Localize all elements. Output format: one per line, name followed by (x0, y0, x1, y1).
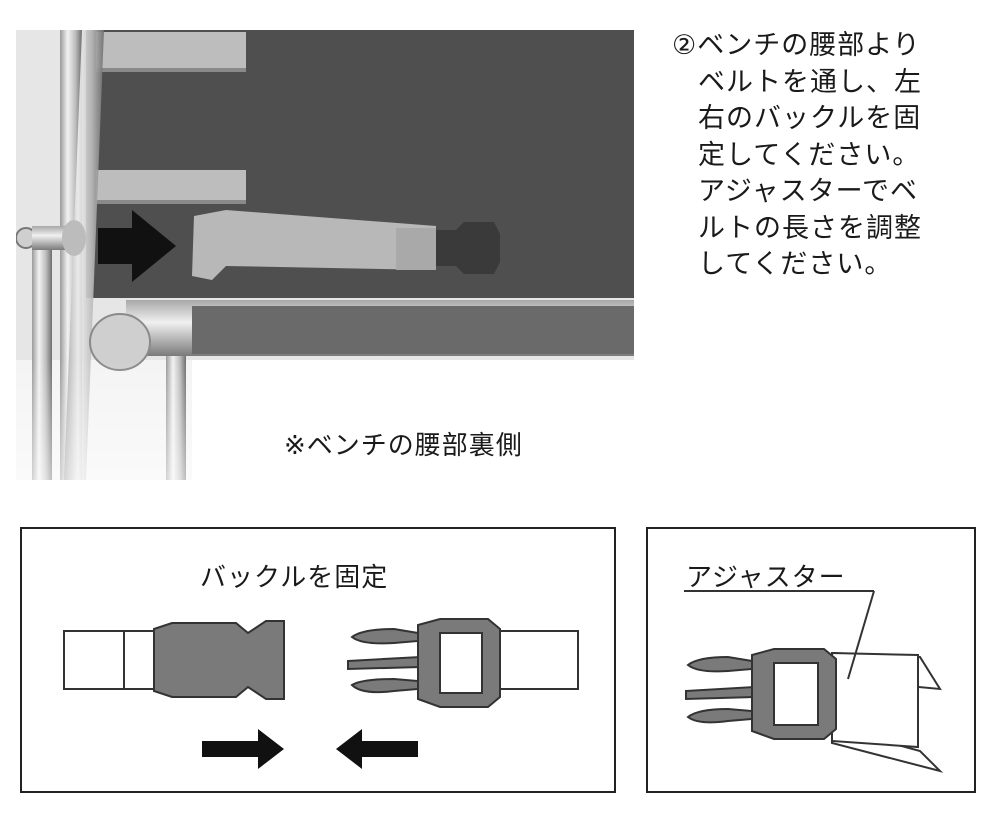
instruction-line: ベルトを通し、左 (698, 66, 922, 98)
adjuster-illustration (684, 590, 944, 773)
arrow-left-icon (336, 729, 418, 769)
buckle-prong-top (350, 627, 419, 645)
instruction-line: してください。 (698, 249, 893, 280)
adjuster-diagram: アジャスター (646, 527, 976, 793)
buckle-fasten-illustration (63, 618, 579, 769)
fabric-edge (192, 306, 634, 354)
instruction-line: ルトの長さを調整 (698, 212, 922, 244)
instruction-line: 右のバックルを固 (698, 103, 922, 134)
strap-buckle (436, 222, 500, 274)
left-strap (63, 630, 133, 690)
instruction-line: アジャスターでベ (698, 176, 918, 207)
male-buckle (153, 620, 285, 700)
fasten-diagram-title: バックルを固定 (200, 563, 389, 593)
instruction-line: 定してください。 (698, 139, 921, 171)
bench-photo: ※ベンチの腰部裏側 (16, 30, 634, 480)
adjuster-diagram-title: アジャスター (686, 563, 846, 593)
instruction-line: ②ベンチの腰部より (672, 30, 921, 61)
arrow-right-icon (202, 729, 284, 769)
right-strap (499, 630, 579, 690)
instruction-text: ②ベンチの腰部より ベルトを通し、左 右のバックルを固 定してください。 アジャ… (672, 28, 972, 284)
label-leader-line (847, 590, 875, 680)
photo-caption: ※ベンチの腰部裏側 (284, 431, 523, 461)
adjuster-strap (831, 651, 919, 749)
buckle-prong-bottom (350, 677, 419, 694)
pointer-arrow (98, 210, 176, 282)
fasten-buckle-diagram: バックルを固定 (20, 527, 616, 793)
belt-strap (192, 210, 436, 280)
bench-underside-illustration (16, 30, 634, 480)
